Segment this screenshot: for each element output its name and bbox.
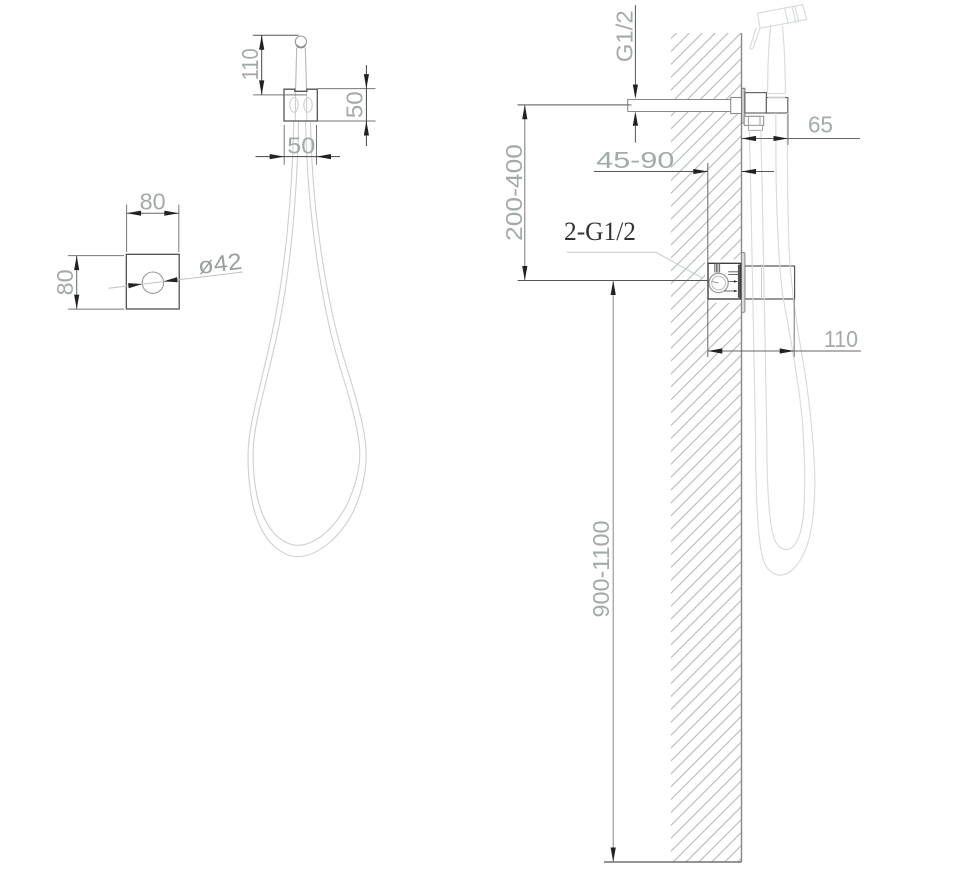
svg-text:80: 80: [140, 188, 166, 214]
svg-text:110: 110: [237, 48, 263, 80]
svg-text:G1/2: G1/2: [612, 10, 638, 62]
svg-text:ø42: ø42: [196, 248, 243, 279]
svg-text:200-400: 200-400: [501, 144, 527, 241]
svg-text:45-90: 45-90: [596, 147, 674, 173]
svg-text:110: 110: [824, 326, 858, 352]
svg-text:50: 50: [287, 132, 315, 158]
svg-text:80: 80: [52, 269, 78, 295]
svg-text:65: 65: [808, 111, 833, 137]
svg-text:2-G1/2: 2-G1/2: [564, 216, 636, 246]
svg-text:50: 50: [341, 91, 367, 118]
svg-text:900-1100: 900-1100: [588, 521, 614, 618]
